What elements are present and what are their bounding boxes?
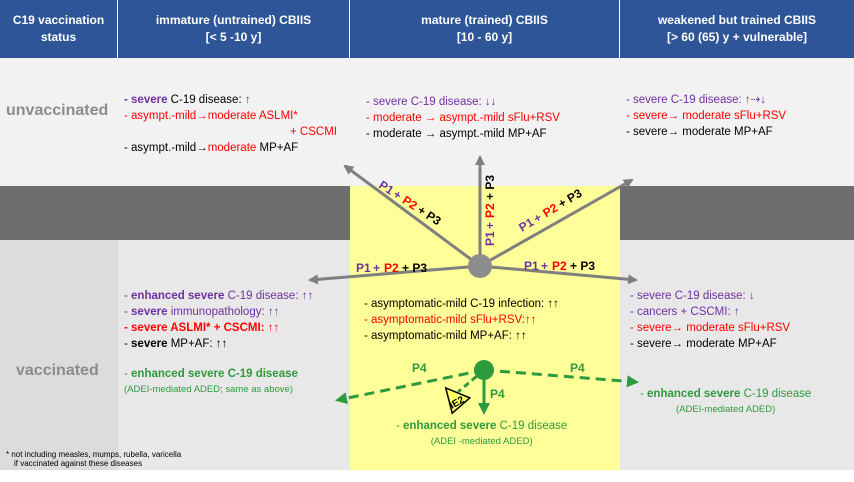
label-p3-right: + P3 [570, 259, 595, 273]
vacc-weakened-cell: - severe C-19 disease: ↓ - cancers + CSC… [630, 288, 790, 352]
unvacc-mature-l1: - severe C-19 disease: ↓↓ [366, 96, 497, 108]
vacc-mature-l5: (ADEI -mediated ADED) [430, 436, 533, 447]
label-p1-left-up: P1 [376, 178, 396, 198]
vacc-immature-l4b: severe [131, 338, 168, 350]
vacc-weakened-l6: (ADEI-mediated ADED) [676, 404, 776, 415]
arrow-p4-left [335, 368, 485, 405]
unvacc-immature-l4c: MP+AF [256, 142, 299, 154]
unvacc-immature-cell: - severe C-19 disease: ↑ - asympt.-mild→… [124, 92, 337, 156]
row-label-vaccinated: vaccinated [16, 362, 99, 379]
label-p1-right: P1 [524, 259, 539, 273]
unvacc-weakened-l2: - severe→ moderate sFlu+RSV [626, 110, 787, 122]
vacc-immature-l2a: - [124, 306, 132, 318]
green-hub-node [474, 360, 494, 380]
label-p4-left: P4 [412, 361, 427, 375]
unvacc-immature-l1c: ↑ [244, 94, 251, 106]
vacc-immature-l6: (ADEI-mediated ADED; same as above) [124, 384, 293, 395]
vacc-immature-l4c: MP+AF: ↑↑ [167, 338, 228, 350]
vacc-mature-l3: - asymptomatic-mild MP+AF: ↑↑ [364, 330, 527, 342]
label-p2-left-up: P2 [400, 193, 420, 213]
vacc-immature-l1b: enhanced severe [131, 290, 225, 302]
vacc-immature-l5a: - [124, 368, 132, 380]
vacc-mature-l4a: - [396, 420, 404, 432]
label-p3-right-up: + P3 [556, 186, 585, 211]
label-p3-left-up: + P3 [415, 203, 444, 229]
vacc-weakened-l5c: C-19 disease [740, 388, 812, 400]
row-label-unvaccinated: unvaccinated [6, 102, 109, 119]
vacc-mature-l4c: C-19 disease [496, 420, 568, 432]
vacc-weakened-l5a: - [640, 388, 648, 400]
label-p3-left: + P3 [402, 261, 427, 275]
unvacc-mature-l3: - moderate → asympt.-mild MP+AF [366, 128, 547, 140]
vacc-immature-l5b: enhanced severe [131, 368, 225, 380]
label-p2-right: P2 [552, 259, 567, 273]
arrow-to-weakened-unvacc [479, 178, 634, 268]
vacc-immature-l2c: immunopathology: ↑↑ [167, 306, 280, 318]
label-plus-right: + [541, 259, 548, 273]
label-plus-left: + [373, 261, 380, 275]
vacc-immature-l5c: C-19 disease [224, 368, 298, 380]
vacc-mature-cell: - asymptomatic-mild C-19 infection: ↑↑ -… [364, 296, 559, 344]
footnote: * not including measles, mumps, rubella,… [6, 450, 181, 468]
vacc-weakened-l2: - cancers + CSCMI: ↑ [630, 306, 740, 318]
arrow-to-weakened-vacc [479, 264, 638, 285]
vacc-weakened-enhanced: - enhanced severe C-19 disease (ADEI-med… [640, 386, 811, 418]
vacc-immature-l3: - severe ASLMI* + CSCMI: ↑↑ [124, 322, 280, 334]
label-plus-up: + [483, 222, 497, 229]
vacc-mature-enhanced: - enhanced severe C-19 disease (ADEI -me… [396, 418, 567, 450]
vacc-mature-l1: - asymptomatic-mild C-19 infection: ↑↑ [364, 298, 559, 310]
vacc-weakened-l5b: enhanced severe [647, 388, 741, 400]
header-weakened: weakened but trained CBIIS[> 60 (65) y +… [620, 0, 854, 58]
vacc-mature-l2: - asymptomatic-mild sFlu+RSV:↑↑ [364, 314, 537, 326]
label-p1-left: P1 [356, 261, 371, 275]
label-p2-left: P2 [384, 261, 399, 275]
unvacc-immature-l2: - asympt.-mild→moderate ASLMI* [124, 110, 298, 122]
vacc-mature-l4b: enhanced severe [403, 420, 497, 432]
vacc-immature-l2b: severe [131, 306, 168, 318]
ie2-triangle [444, 386, 472, 415]
vacc-weakened-l3: - severe→ moderate sFlu+RSV [630, 322, 791, 334]
footnote-l2: if vaccinated against these diseases [14, 459, 143, 468]
arrow-to-immature-unvacc [343, 164, 481, 268]
vacc-weakened-l4: - severe→ moderate MP+AF [630, 338, 777, 350]
right-col-lighter [620, 240, 854, 470]
unvacc-weakened-l3: - severe→ moderate MP+AF [626, 126, 773, 138]
yellow-column [350, 186, 620, 470]
unvacc-immature-l4a: - asympt.-mild→ [124, 142, 208, 154]
hub-node [468, 254, 492, 278]
unvacc-weakened-cell: - severe C-19 disease: ↑⇢↓ - severe→ mod… [626, 92, 786, 140]
unvacc-immature-l1b: C-19 disease: [167, 94, 245, 106]
vacc-immature-l4a: - [124, 338, 132, 350]
arrow-p4-right [483, 368, 639, 388]
unvacc-immature-l3: + CSCMI [290, 126, 337, 138]
unvacc-immature-l1a: - severe [124, 94, 168, 106]
vacc-immature-l1c: C-19 disease: ↑↑ [224, 290, 314, 302]
label-p1-right-up: P1 [516, 215, 536, 235]
label-p4-right: P4 [570, 361, 585, 375]
vacc-immature-l1a: - [124, 290, 132, 302]
footnote-l1: * not including measles, mumps, rubella,… [6, 450, 182, 459]
unvaccinated-row-bg [0, 58, 854, 186]
header-mature: mature (trained) CBIIS[10 - 60 y] [350, 0, 620, 58]
unvacc-mature-cell: - severe C-19 disease: ↓↓ - moderate → a… [366, 94, 560, 142]
unvacc-mature-l2: - moderate → asympt.-mild sFlu+RSV [366, 112, 560, 124]
unvacc-weakened-l1: - severe C-19 disease: ↑⇢↓ [626, 94, 767, 106]
label-p3-up: + P3 [483, 175, 497, 200]
header-immature: immature (untrained) CBIIS[< 5 -10 y] [118, 0, 350, 58]
label-p2-right-up: P2 [540, 200, 560, 220]
arrow-to-immature-vacc [308, 264, 481, 285]
label-p2-up: P2 [483, 203, 497, 218]
label-p4-down: P4 [490, 387, 505, 401]
vacc-immature-cell: - enhanced severe C-19 disease: ↑↑ - sev… [124, 288, 313, 398]
unvacc-immature-l4b: moderate [207, 142, 257, 154]
vacc-weakened-l1: - severe C-19 disease: ↓ [630, 290, 755, 302]
label-p1-up: P1 [483, 231, 497, 246]
